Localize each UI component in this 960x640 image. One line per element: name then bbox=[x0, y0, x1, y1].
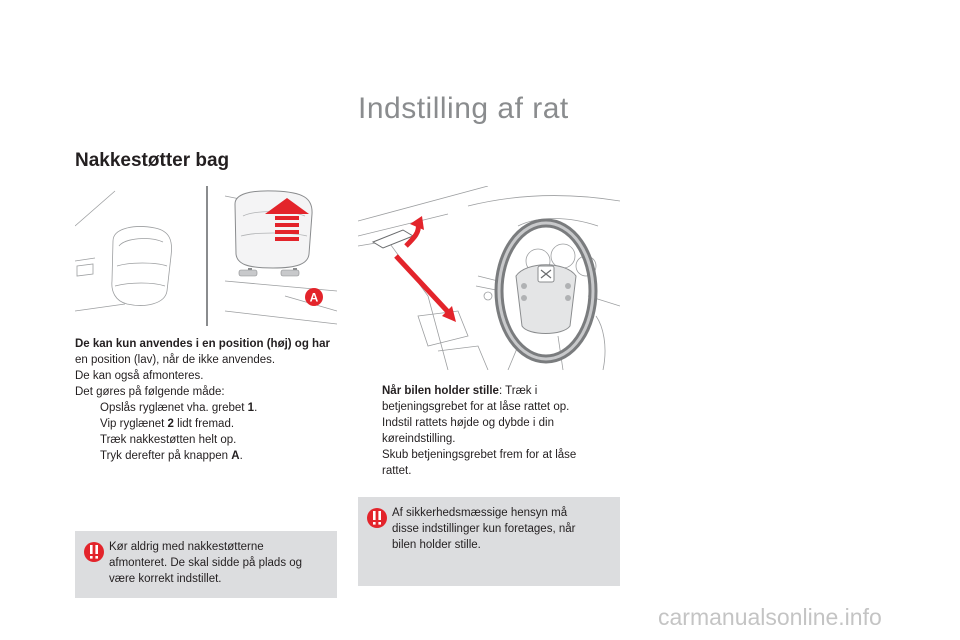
warning-icon bbox=[367, 508, 387, 528]
body-line: en position (lav), når de ikke anvendes. bbox=[75, 354, 276, 366]
list-item: Vip ryglænet 2 lidt fremad. bbox=[100, 418, 235, 430]
warning-line: bilen holder stille. bbox=[392, 539, 481, 551]
list-item: Skub betjeningsgrebet frem for at låse r… bbox=[382, 449, 577, 477]
headrest-lead-text: De kan kun anvendes i en position (høj) … bbox=[75, 338, 330, 350]
steering-wheel-illustration bbox=[358, 186, 620, 370]
steering-instructions: Når bilen holder stille: Træk i betjenin… bbox=[365, 383, 615, 479]
warning-line: afmonteret. De skal sidde på plads og bbox=[109, 557, 303, 569]
warning-line: Kør aldrig med nakkestøtterne bbox=[109, 541, 264, 553]
list-item: Opslås ryglænet vha. grebet 1. bbox=[100, 402, 258, 414]
list-item: Når bilen holder stille: Træk i betjenin… bbox=[382, 385, 570, 413]
label-a-marker: A bbox=[305, 288, 323, 306]
body-line: Det gøres på følgende måde: bbox=[75, 386, 225, 398]
list-item: Tryk derefter på knappen A. bbox=[100, 450, 243, 462]
headrest-instructions: De kan kun anvendes i en position (høj) … bbox=[75, 336, 350, 464]
page-title: Indstilling af rat bbox=[358, 92, 569, 125]
list-item: Træk nakkestøtten helt op. bbox=[100, 434, 237, 446]
headrest-illustration: A bbox=[75, 186, 337, 326]
arrow-adjust-icon bbox=[394, 216, 456, 322]
list-item: Indstil rattets højde og dybde i din kør… bbox=[382, 417, 554, 445]
warning-line: disse indstillinger kun foretages, når bbox=[392, 523, 576, 535]
warning-box-steering: Af sikkerhedsmæssige hensyn må disse ind… bbox=[358, 497, 620, 586]
label-a-text: A bbox=[310, 291, 319, 305]
watermark[interactable]: carmanualsonline.info bbox=[658, 604, 882, 630]
body-line: De kan også afmonteres. bbox=[75, 370, 204, 382]
section-title: Nakkestøtter bag bbox=[75, 150, 230, 171]
warning-box-headrest: Kør aldrig med nakkestøtterne afmonteret… bbox=[75, 531, 337, 598]
warning-line: være korrekt indstillet. bbox=[109, 573, 222, 585]
warning-line: Af sikkerhedsmæssige hensyn må bbox=[392, 507, 568, 519]
arrow-up-icon bbox=[265, 198, 309, 241]
warning-icon bbox=[84, 542, 104, 562]
